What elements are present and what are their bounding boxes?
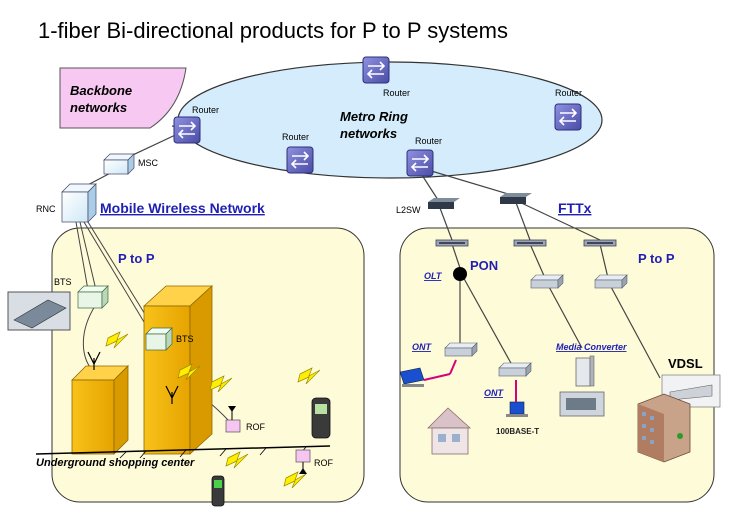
l2sw-switch-icon [500, 193, 532, 204]
transceiver-photo-icon [7, 291, 71, 331]
backbone-cloud [59, 67, 187, 129]
router-label: Router [383, 88, 410, 98]
metro-line2: networks [340, 126, 397, 141]
backbone-line1: Backbone [70, 83, 132, 98]
ont-box-icon [444, 342, 478, 357]
router-label: Router [192, 105, 219, 115]
building-left-icon [71, 365, 129, 455]
olt-label: OLT [424, 271, 443, 281]
media-converter-icon [575, 355, 595, 387]
base-t-label: 100BASE-T [496, 427, 539, 436]
rnc-cube-icon [61, 183, 97, 223]
underground-label: Underground shopping center [36, 457, 195, 469]
router-icon [406, 149, 434, 177]
metro-ring-label: Metro Ring networks [340, 109, 412, 141]
ont-label: ONT [484, 388, 505, 398]
router-icon [173, 116, 201, 144]
ont-box-icon [498, 362, 532, 377]
switch-icon [513, 239, 547, 247]
bts-label: BTS [176, 334, 194, 344]
transceiver-photo-icon [559, 391, 605, 417]
pon-splitter-icon [453, 267, 467, 281]
rof-unit-icon [225, 406, 241, 433]
backbone-label: Backbone networks [70, 83, 136, 115]
mobile-wireless-heading: Mobile Wireless Network [100, 200, 265, 216]
router-label: Router [282, 132, 309, 142]
router-label: Router [415, 136, 442, 146]
l2sw-switch-icon [428, 198, 460, 209]
rof-label: ROF [314, 458, 334, 468]
media-converter-label: Media Converter [556, 342, 627, 352]
router-icon [362, 56, 390, 84]
router-icon [286, 146, 314, 174]
mobile-phone-icon [211, 475, 225, 507]
pon-label: PON [470, 258, 498, 273]
pc-cable [423, 373, 451, 381]
msc-label: MSC [138, 158, 159, 168]
vdsl-label: VDSL [668, 356, 703, 371]
converter-box-icon [530, 274, 564, 289]
mobile-phone-icon [311, 397, 331, 439]
house-icon [427, 407, 472, 455]
msc-cube-icon [103, 153, 135, 175]
ont-label: ONT [412, 342, 433, 352]
backbone-line2: networks [70, 100, 127, 115]
antenna-icon [87, 351, 179, 404]
building-right-icon [142, 285, 214, 455]
switch-icon [583, 239, 617, 247]
rof-label: ROF [246, 422, 266, 432]
fttx-panel [399, 227, 715, 503]
bts-cube-icon [145, 327, 173, 351]
underground-line [35, 445, 331, 455]
router-icon [554, 103, 582, 131]
rnc-label: RNC [36, 204, 56, 214]
p-to-p-label-fttx: P to P [638, 251, 675, 266]
fttx-heading: FTTx [558, 200, 592, 216]
office-building-icon [637, 393, 691, 463]
converter-box-icon [594, 274, 628, 289]
page-title: 1-fiber Bi-directional products for P to… [38, 18, 508, 43]
bts-label: BTS [54, 277, 72, 287]
p-to-p-label-mobile: P to P [118, 251, 155, 266]
rof-unit-icon [295, 449, 311, 474]
pc-cable [449, 359, 457, 375]
bts-cube-icon [77, 285, 109, 309]
olt-switch-icon [435, 239, 469, 247]
metro-line1: Metro Ring [340, 109, 408, 124]
router-label: Router [555, 88, 582, 98]
l2sw-label: L2SW [396, 205, 421, 215]
